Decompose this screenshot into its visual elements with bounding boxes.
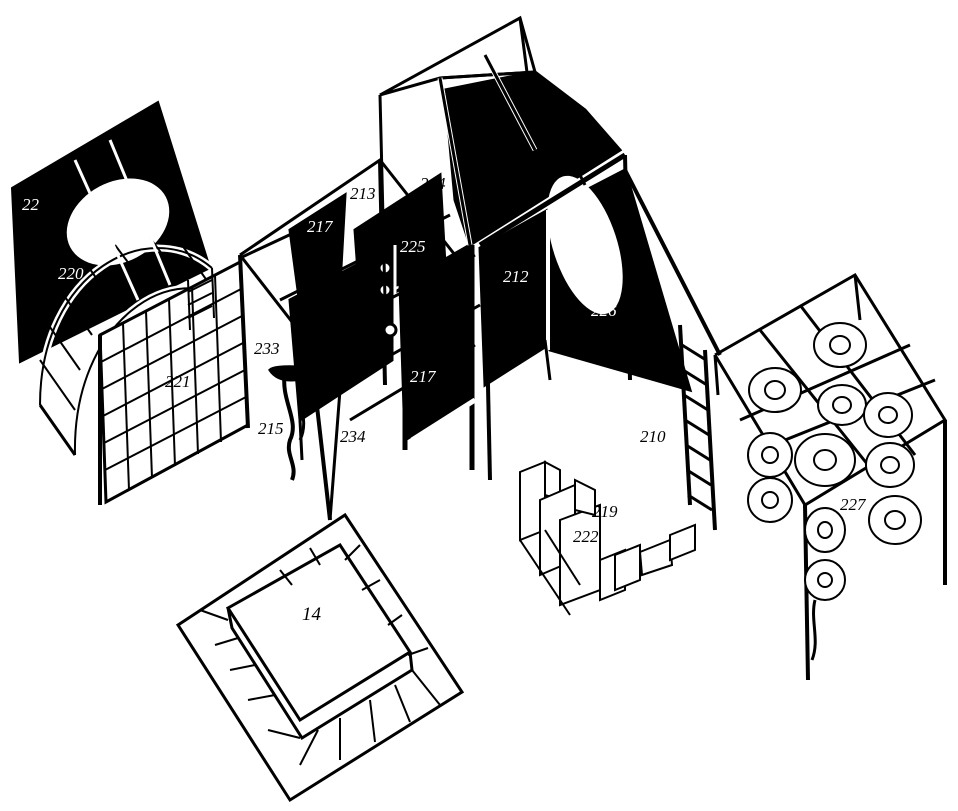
label-214: 214 bbox=[420, 174, 446, 193]
label-225: 225 bbox=[400, 237, 426, 256]
climbing-grid-panel bbox=[98, 254, 250, 505]
hanging-rope bbox=[810, 599, 817, 661]
dark-panel-mid bbox=[353, 172, 447, 303]
label-14: 14 bbox=[302, 604, 321, 625]
label-227: 227 bbox=[840, 495, 866, 514]
label-22: 22 bbox=[22, 195, 39, 214]
portal-round-opening bbox=[547, 175, 623, 315]
portal-frame bbox=[378, 15, 722, 531]
sandbox bbox=[175, 512, 465, 803]
label-222: 222 bbox=[573, 527, 599, 546]
arch-panel-group bbox=[10, 100, 238, 456]
label-213: 213 bbox=[350, 184, 376, 203]
label-221: 221 bbox=[165, 372, 191, 391]
label-210: 210 bbox=[640, 427, 666, 446]
label-220: 220 bbox=[58, 264, 84, 283]
block-steps bbox=[519, 460, 696, 616]
label-226: 226 bbox=[591, 301, 617, 320]
label-212: 212 bbox=[503, 267, 529, 286]
label-215: 215 bbox=[258, 419, 284, 438]
central-frame bbox=[238, 157, 481, 521]
rope-net bbox=[268, 365, 323, 382]
label-219: 219 bbox=[592, 502, 618, 521]
label-217-top: 217 bbox=[307, 217, 333, 236]
dark-panel-214 bbox=[443, 70, 623, 248]
tyre-frame bbox=[713, 272, 948, 681]
label-234: 234 bbox=[340, 427, 366, 446]
tyres bbox=[747, 322, 922, 601]
label-217-bottom: 217 bbox=[410, 367, 436, 386]
label-233: 233 bbox=[254, 339, 280, 358]
